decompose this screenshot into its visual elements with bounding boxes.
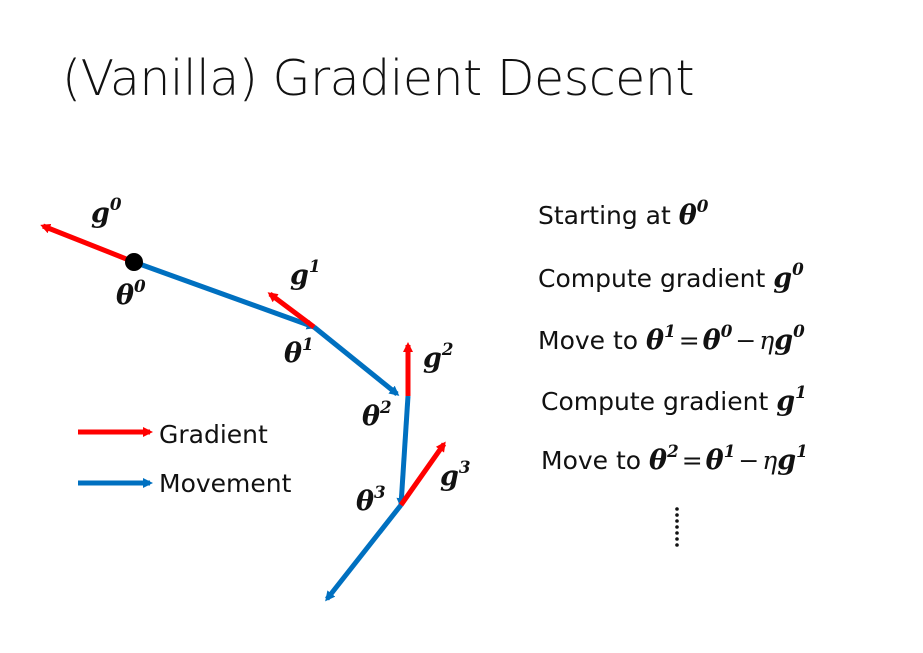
vertical-ellipsis-icon bbox=[675, 507, 679, 547]
step-compute-g0-text: Compute gradient bbox=[538, 264, 774, 293]
step-start: Starting at θ0 bbox=[538, 195, 709, 232]
step-move-theta2-text: Move to bbox=[541, 446, 650, 475]
label-theta3: θ3 bbox=[356, 481, 386, 517]
movement-arrow-1-to-2 bbox=[312, 325, 400, 396]
step-move-theta2-math: θ2 bbox=[649, 440, 679, 476]
movement-arrow-0-to-1 bbox=[133, 259, 317, 330]
step-move-theta2: Move to θ2=θ1−ηg1 bbox=[541, 440, 808, 476]
movement-arrow-2-to-3 bbox=[396, 395, 411, 508]
step-compute-g1-text: Compute gradient bbox=[541, 387, 777, 416]
step-compute-g0: Compute gradient g0 bbox=[538, 258, 804, 295]
start-point-theta0 bbox=[125, 253, 143, 271]
slide-title: (Vanilla) Gradient Descent bbox=[62, 50, 695, 107]
label-g3: g3 bbox=[440, 456, 471, 492]
step-start-text: Starting at bbox=[538, 201, 679, 230]
label-theta0: θ0 bbox=[116, 275, 146, 311]
gradient-arrow-g3 bbox=[398, 441, 447, 507]
gradient-arrow-g0 bbox=[40, 223, 135, 265]
label-g1: g1 bbox=[290, 255, 321, 291]
step-compute-g0-math: g0 bbox=[773, 258, 804, 294]
legend-movement-label: Movement bbox=[159, 469, 292, 498]
step-move-theta1-text: Move to bbox=[538, 326, 647, 355]
label-g0: g0 bbox=[91, 193, 122, 229]
step-move-theta1-math: θ1 bbox=[646, 320, 676, 356]
label-theta2: θ2 bbox=[362, 396, 392, 432]
step-compute-g1: Compute gradient g1 bbox=[541, 381, 807, 418]
gradient-arrow-g1 bbox=[267, 292, 316, 329]
legend-gradient-label: Gradient bbox=[159, 420, 268, 449]
step-start-math: θ0 bbox=[678, 195, 709, 231]
label-theta1: θ1 bbox=[284, 333, 314, 369]
label-g2: g2 bbox=[423, 338, 454, 374]
movement-arrow-3-onward bbox=[325, 503, 403, 602]
step-compute-g1-math: g1 bbox=[776, 381, 807, 417]
step-move-theta1: Move to θ1=θ0−ηg0 bbox=[538, 320, 805, 356]
